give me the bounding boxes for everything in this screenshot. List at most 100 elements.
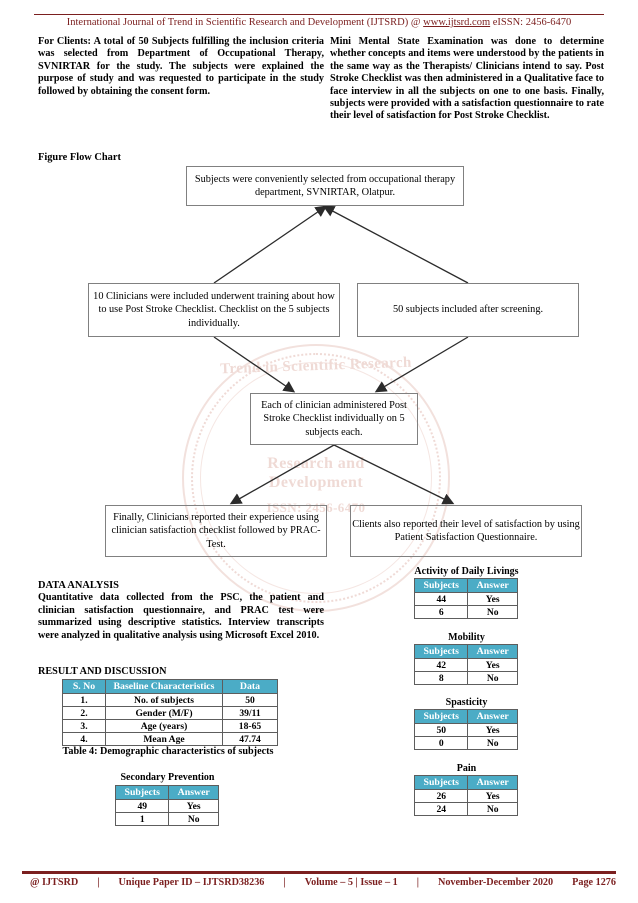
table-row: 6 No	[413, 605, 518, 619]
table-header-row: Subjects Answer	[413, 578, 518, 593]
secondary-prevention-table: Subjects Answer 49 Yes 1 No	[114, 785, 219, 826]
table-header-row: Subjects Answer	[413, 775, 518, 790]
col-answer: Answer	[168, 785, 219, 800]
secondary-prevention-title: Secondary Prevention	[120, 772, 215, 783]
footer-sep-2: |	[283, 877, 286, 888]
journal-header: International Journal of Trend in Scient…	[34, 17, 604, 28]
header-rule	[34, 14, 604, 15]
col-subjects: Subjects	[413, 709, 469, 724]
demographic-table-caption: Table 4: Demographic characteristics of …	[62, 746, 274, 757]
watermark-top-text: Trend in Scientific Research	[219, 354, 413, 378]
footer-rule	[22, 871, 616, 874]
figure-flow-chart-label: Figure Flow Chart	[38, 152, 121, 163]
col-answer: Answer	[467, 709, 518, 724]
journal-header-prefix: International Journal of Trend in Scient…	[66, 17, 424, 28]
table-row: 3. Age (years) 18-65	[62, 719, 278, 733]
demographic-table: S. No Baseline Characteristics Data 1. N…	[62, 679, 278, 746]
cell: No. of subjects	[105, 693, 223, 707]
col-answer: Answer	[467, 775, 518, 790]
watermark-mid-line2: Development	[268, 474, 364, 491]
flowchart-box-5: Finally, Clinicians reported their exper…	[105, 505, 327, 557]
pain-title: Pain	[456, 763, 477, 774]
table-row: 4. Mean Age 47.74	[62, 732, 278, 746]
activity-daily-livings-table: Subjects Answer 44 Yes 6 No	[413, 578, 518, 619]
spasticity-title: Spasticity	[445, 697, 488, 708]
data-analysis-heading: DATA ANALYSIS	[38, 580, 119, 591]
watermark-mid-text: Research and Development	[182, 454, 450, 492]
cell: No	[467, 605, 518, 619]
col-answer: Answer	[467, 578, 518, 593]
mobility-title: Mobility	[448, 632, 485, 643]
cell: 6	[413, 605, 469, 619]
footer-brand: @ IJTSRD	[30, 877, 79, 888]
flowchart-box-4: Each of clinician administered Post Stro…	[250, 393, 418, 445]
cell: No	[467, 736, 518, 750]
page-footer: @ IJTSRD | Unique Paper ID – IJTSRD38236…	[22, 877, 616, 888]
spasticity-table: Subjects Answer 50 Yes 0 No	[413, 709, 518, 750]
cell: 18-65	[222, 719, 278, 733]
table-row: 50 Yes	[413, 723, 518, 737]
cell: 24	[413, 802, 469, 816]
col-baseline: Baseline Characteristics	[105, 679, 223, 694]
flowchart-box-1: Subjects were conveniently selected from…	[186, 166, 464, 206]
flowchart-box-3: 50 subjects included after screening.	[357, 283, 579, 337]
cell: 1	[114, 812, 170, 826]
table-row: 42 Yes	[413, 658, 518, 672]
table-row: 1 No	[114, 812, 219, 826]
table-row: 49 Yes	[114, 799, 219, 813]
data-analysis-section: DATA ANALYSIS Quantitative data collecte…	[38, 580, 324, 642]
footer-sep-3: |	[416, 877, 419, 888]
activity-daily-livings-title: Activity of Daily Livings	[414, 566, 519, 577]
cell: 42	[413, 658, 469, 672]
cell: Mean Age	[105, 732, 223, 746]
table-row: 8 No	[413, 671, 518, 685]
flowchart-box-2: 10 Clinicians were included underwent tr…	[88, 283, 340, 337]
cell: 50	[413, 723, 469, 737]
flowchart-box-6: Clients also reported their level of sat…	[350, 505, 582, 557]
watermark-mid-line1: Research and	[267, 455, 365, 472]
cell: Yes	[467, 658, 518, 672]
cell: Gender (M/F)	[105, 706, 223, 720]
table-row: 26 Yes	[413, 789, 518, 803]
cell: Age (years)	[105, 719, 223, 733]
cell: 47.74	[222, 732, 278, 746]
cell: 0	[413, 736, 469, 750]
table-header-row: Subjects Answer	[114, 785, 219, 800]
cell: Yes	[467, 592, 518, 606]
journal-url-link[interactable]: www.ijtsrd.com	[423, 17, 491, 28]
cell: Yes	[168, 799, 219, 813]
table-row: 2. Gender (M/F) 39/11	[62, 706, 278, 720]
footer-page-number: Page 1276	[572, 877, 616, 888]
result-discussion-heading: RESULT AND DISCUSSION	[38, 666, 167, 677]
cell: No	[467, 802, 518, 816]
col-subjects: Subjects	[413, 775, 469, 790]
cell: 50	[222, 693, 278, 707]
cell: 3.	[62, 719, 106, 733]
table-row: 1. No. of subjects 50	[62, 693, 278, 707]
cell: Yes	[467, 723, 518, 737]
footer-sep-1: |	[97, 877, 100, 888]
col-sno: S. No	[62, 679, 106, 694]
pain-table: Subjects Answer 26 Yes 24 No	[413, 775, 518, 816]
col-subjects: Subjects	[413, 644, 469, 659]
cell: 8	[413, 671, 469, 685]
table-header-row: S. No Baseline Characteristics Data	[62, 679, 278, 694]
cell: Yes	[467, 789, 518, 803]
col-data: Data	[222, 679, 278, 694]
footer-date: November-December 2020	[437, 877, 554, 888]
footer-paper-id: Unique Paper ID – IJTSRD38236	[118, 877, 265, 888]
intro-paragraph-right: Mini Mental State Examination was done t…	[330, 36, 604, 122]
col-subjects: Subjects	[413, 578, 469, 593]
data-analysis-body: Quantitative data collected from the PSC…	[38, 592, 324, 641]
journal-header-suffix: eISSN: 2456-6470	[490, 17, 572, 28]
col-subjects: Subjects	[114, 785, 170, 800]
col-answer: Answer	[467, 644, 518, 659]
mobility-table: Subjects Answer 42 Yes 8 No	[413, 644, 518, 685]
cell: 26	[413, 789, 469, 803]
cell: 4.	[62, 732, 106, 746]
cell: No	[168, 812, 219, 826]
cell: No	[467, 671, 518, 685]
table-row: 0 No	[413, 736, 518, 750]
cell: 1.	[62, 693, 106, 707]
